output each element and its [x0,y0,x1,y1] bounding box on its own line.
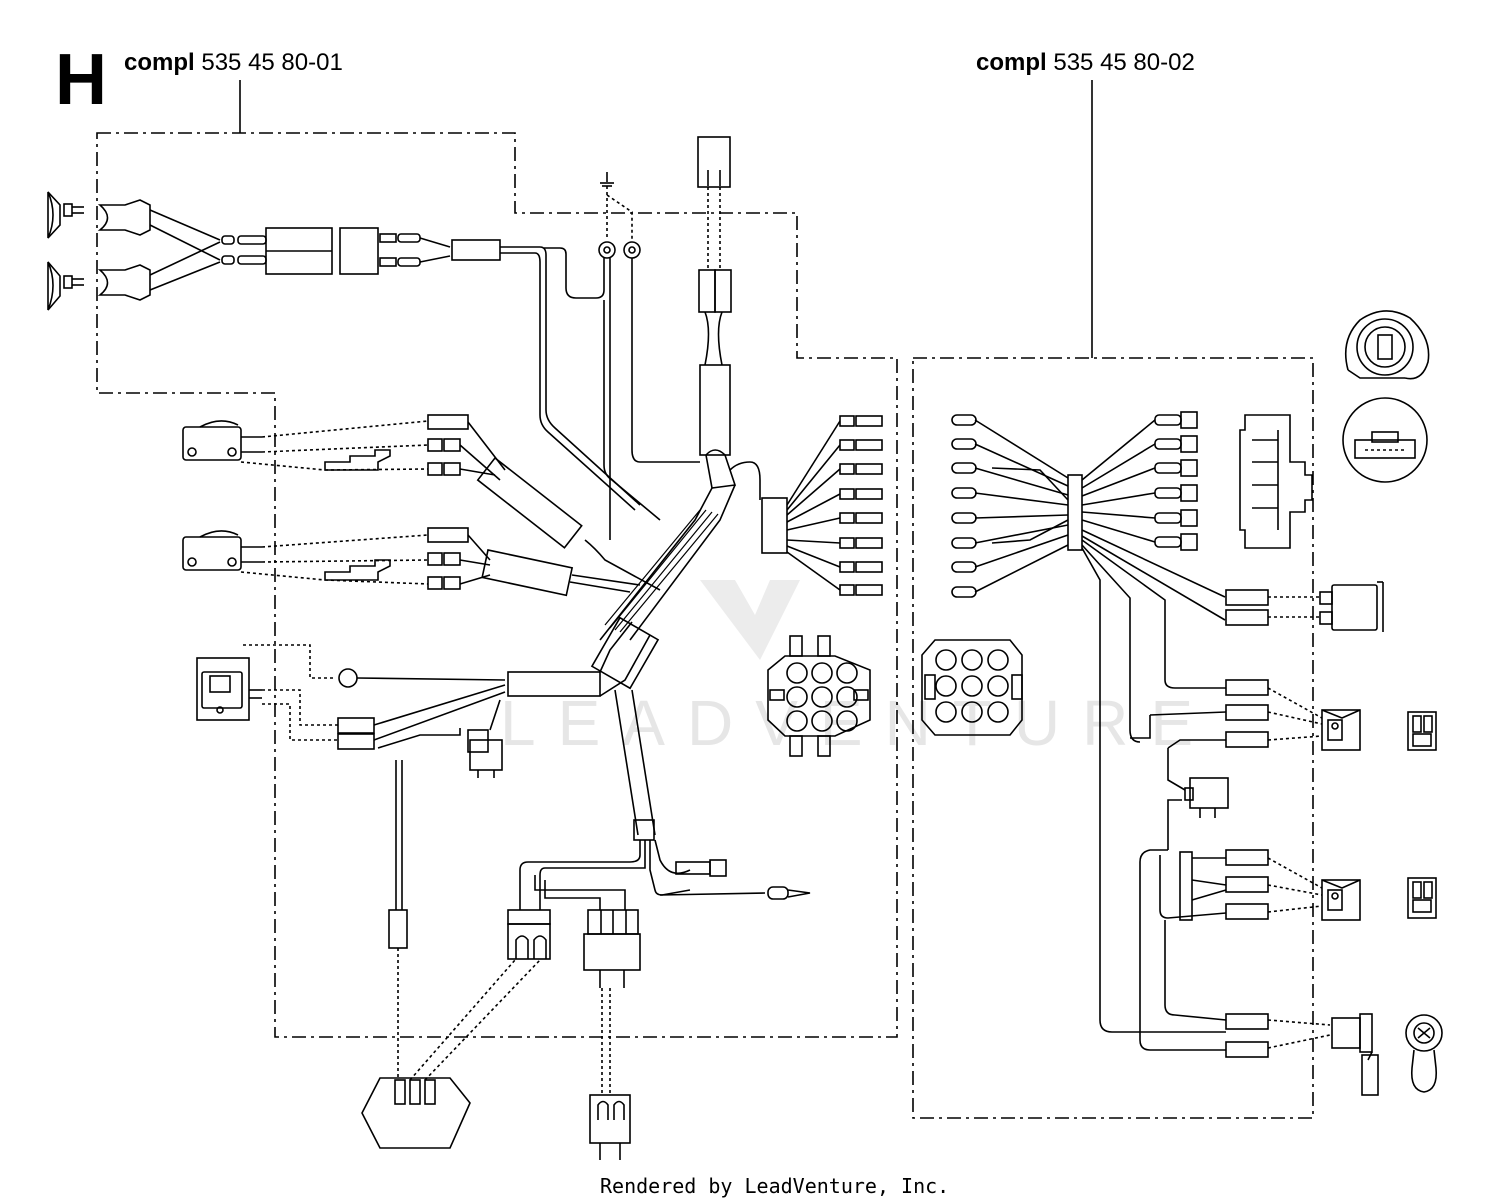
terminals-switch-upper [427,414,469,476]
assembly-part-number-1: 535 45 80-01 [201,49,342,76]
harness-sleeve-trunk [590,616,660,690]
assembly-prefix-2: compl [976,49,1047,76]
headlamp-wires [149,209,267,291]
harness-sleeve-top [699,364,731,456]
harness-junction-right [761,497,788,554]
right-terminals-assembly-2 [1154,411,1198,551]
block-connector-pins [1252,430,1279,530]
connector-2pin-bottom [589,1094,631,1160]
harness-junction-right-assembly [1067,474,1083,551]
ring-terminal-2 [623,241,641,259]
connector-9pin-male [767,635,871,757]
connector-pair-upper-1 [1225,589,1269,606]
ignition-connector-icon [1342,397,1428,483]
micro-switch-lower [182,530,262,571]
bullet-connector-1 [675,861,711,875]
headlamp-socket-upper [97,199,151,236]
ground-symbol [600,172,614,187]
harness-sleeve-lower [481,549,574,597]
assembly-prefix-1: compl [124,49,195,76]
power-outlet-cap-icon [1405,1014,1443,1093]
headlamp-lower [47,261,84,311]
rocker-switch-cover-2 [1407,877,1437,919]
headlamp-main-wires [500,246,641,506]
connector-pair-upper-2 [1225,609,1269,626]
harness-bundle-strands [604,509,719,633]
block-connector-multipin [1239,414,1313,549]
horn-socket-icon [1319,581,1384,632]
connector-2pin-lower [507,909,551,960]
harness-sleeve-mid [507,671,601,697]
ring-terminal-1 [598,241,616,259]
assembly-boundary-1 [96,132,898,1038]
assembly-part-number-2: 535 45 80-02 [1053,49,1194,76]
watermark-logo [700,580,800,660]
connector-switch-2b [1225,876,1269,893]
left-wires-assembly-2 [974,419,1069,593]
terminals-right [839,415,883,596]
output-wires-right [786,420,841,591]
section-letter: H [55,40,107,120]
rocker-switch-2 [1321,879,1361,921]
headlamp-socket-lower [97,264,151,301]
harness-sleeve-lower-trunk [633,819,655,841]
connector-socket-b [1225,1041,1269,1058]
connector-socket-a [1225,1013,1269,1030]
harness-bundle-center [705,449,737,489]
assembly-boundary-2 [912,357,1314,1119]
relay-right [1184,777,1229,818]
footer-credit: Rendered by LeadVenture, Inc. [600,1174,949,1198]
bullet-connector-2 [767,886,789,900]
connector-switch-1a [1225,679,1269,696]
connector-switch-1b [1225,704,1269,721]
relay-connector-2 [337,733,375,750]
relay-small [467,729,503,778]
terminals-switch-lower [427,527,469,590]
voltage-regulator [361,1077,471,1149]
ring-terminal-3 [338,668,358,688]
top-connector-terminal-1 [698,269,716,313]
top-connector-housing [697,136,731,188]
connector-9pin-female [921,639,1023,736]
headlamp-connector-male [339,227,379,275]
connector-switch-1c [1225,731,1269,748]
harness-sleeve-upper [476,456,583,549]
connector-switch-2c [1225,903,1269,920]
spade-terminal-lower [324,559,391,581]
assembly-label-2: compl 535 45 80-02 [976,49,1195,76]
connector-switch-2a [1225,849,1269,866]
connector-pins [379,233,451,267]
harness-y-split [599,621,651,697]
watermark-text: LEADVENTURE [500,687,1215,759]
rocker-switch-cover-1 [1407,711,1437,751]
headlamp-upper [47,191,84,239]
connector-3pin-lower [583,909,641,988]
assembly-label-1: compl 535 45 80-01 [124,49,343,76]
left-terminals-assembly-2 [951,414,977,598]
micro-switch-upper [182,420,262,461]
right-wires-assembly-2 [1081,419,1156,543]
watermark: LEADVENTURE [500,580,1215,759]
power-outlet-icon [1331,1013,1379,1096]
headlamp-harness-sleeve [451,239,501,261]
key-switch-block [196,657,262,721]
ignition-switch-icon [1344,310,1430,380]
diode-connector [1179,851,1193,921]
relay-connector-1 [337,717,375,734]
spade-terminal-upper [324,449,391,471]
rocker-switch-1 [1321,709,1361,751]
top-connector-terminal-2 [714,269,732,313]
inline-fuse [388,909,408,949]
